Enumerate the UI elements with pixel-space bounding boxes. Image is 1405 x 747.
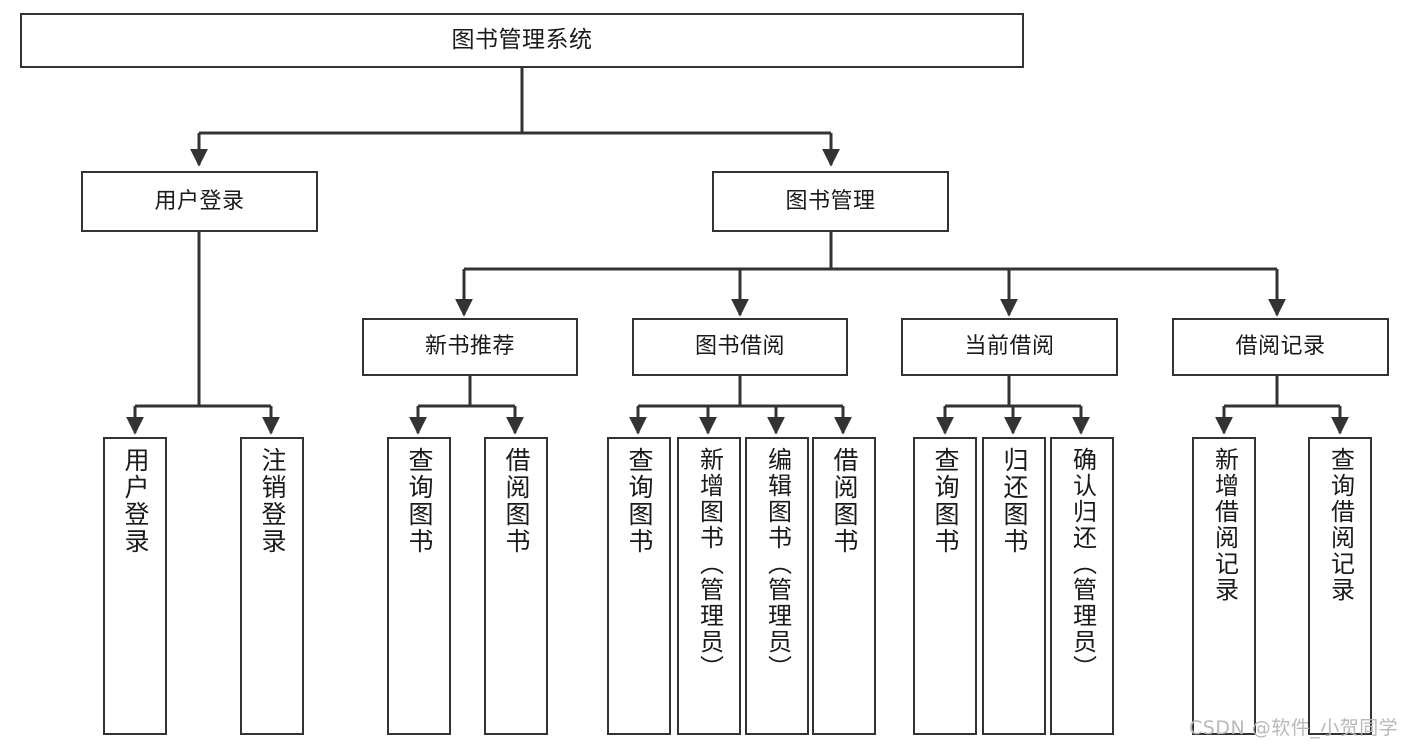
node-leaf-borrow-edit[interactable]: 编辑图书（管理员）: [745, 437, 809, 735]
node-leaf-user-logout[interactable]: 注销登录: [240, 437, 304, 735]
node-leaf-newbook-query[interactable]: 查询图书: [387, 437, 451, 735]
node-book-borrow[interactable]: 图书借阅: [632, 318, 848, 376]
node-leaf-record-query[interactable]: 查询借阅记录: [1308, 437, 1372, 735]
node-borrow-record-label: 借阅记录: [1235, 334, 1326, 360]
node-leaf-current-return-label: 归还图书: [1000, 447, 1029, 555]
node-leaf-borrow-edit-label: 编辑图书（管理员）: [763, 447, 792, 681]
node-current-borrow[interactable]: 当前借阅: [901, 318, 1118, 376]
node-leaf-record-add-label: 新增借阅记录: [1210, 447, 1239, 603]
node-root[interactable]: 图书管理系统: [20, 13, 1024, 68]
node-book-management-label: 图书管理: [785, 188, 876, 214]
node-leaf-borrow-add[interactable]: 新增图书（管理员）: [677, 437, 741, 735]
node-user-login[interactable]: 用户登录: [81, 171, 318, 232]
node-leaf-user-login[interactable]: 用户登录: [103, 437, 167, 735]
node-leaf-user-login-label: 用户登录: [121, 447, 150, 555]
node-leaf-newbook-borrow-label: 借阅图书: [502, 447, 531, 555]
node-leaf-record-add[interactable]: 新增借阅记录: [1192, 437, 1256, 735]
node-new-book-recommend[interactable]: 新书推荐: [362, 318, 578, 376]
node-book-borrow-label: 图书借阅: [694, 334, 785, 360]
watermark-text: CSDN @软件_小贺同学: [1189, 717, 1399, 739]
node-leaf-borrow-borrow-label: 借阅图书: [830, 447, 859, 555]
node-leaf-borrow-borrow[interactable]: 借阅图书: [812, 437, 876, 735]
node-leaf-borrow-add-label: 新增图书（管理员）: [695, 447, 724, 681]
node-leaf-user-logout-label: 注销登录: [258, 447, 287, 555]
node-root-label: 图书管理系统: [451, 26, 593, 53]
node-leaf-newbook-borrow[interactable]: 借阅图书: [484, 437, 548, 735]
node-leaf-borrow-query-label: 查询图书: [625, 447, 654, 555]
node-leaf-newbook-query-label: 查询图书: [405, 447, 434, 555]
node-user-login-label: 用户登录: [154, 188, 245, 214]
node-leaf-current-return[interactable]: 归还图书: [982, 437, 1046, 735]
node-leaf-current-confirm-label: 确认归还（管理员）: [1068, 447, 1097, 681]
node-leaf-current-query-label: 查询图书: [931, 447, 960, 555]
node-leaf-borrow-query[interactable]: 查询图书: [607, 437, 671, 735]
node-borrow-record[interactable]: 借阅记录: [1172, 318, 1389, 376]
node-current-borrow-label: 当前借阅: [964, 334, 1055, 360]
node-new-book-recommend-label: 新书推荐: [424, 334, 515, 360]
node-leaf-current-confirm[interactable]: 确认归还（管理员）: [1050, 437, 1114, 735]
node-leaf-current-query[interactable]: 查询图书: [913, 437, 977, 735]
node-leaf-record-query-label: 查询借阅记录: [1326, 447, 1355, 603]
node-book-management[interactable]: 图书管理: [712, 171, 949, 232]
